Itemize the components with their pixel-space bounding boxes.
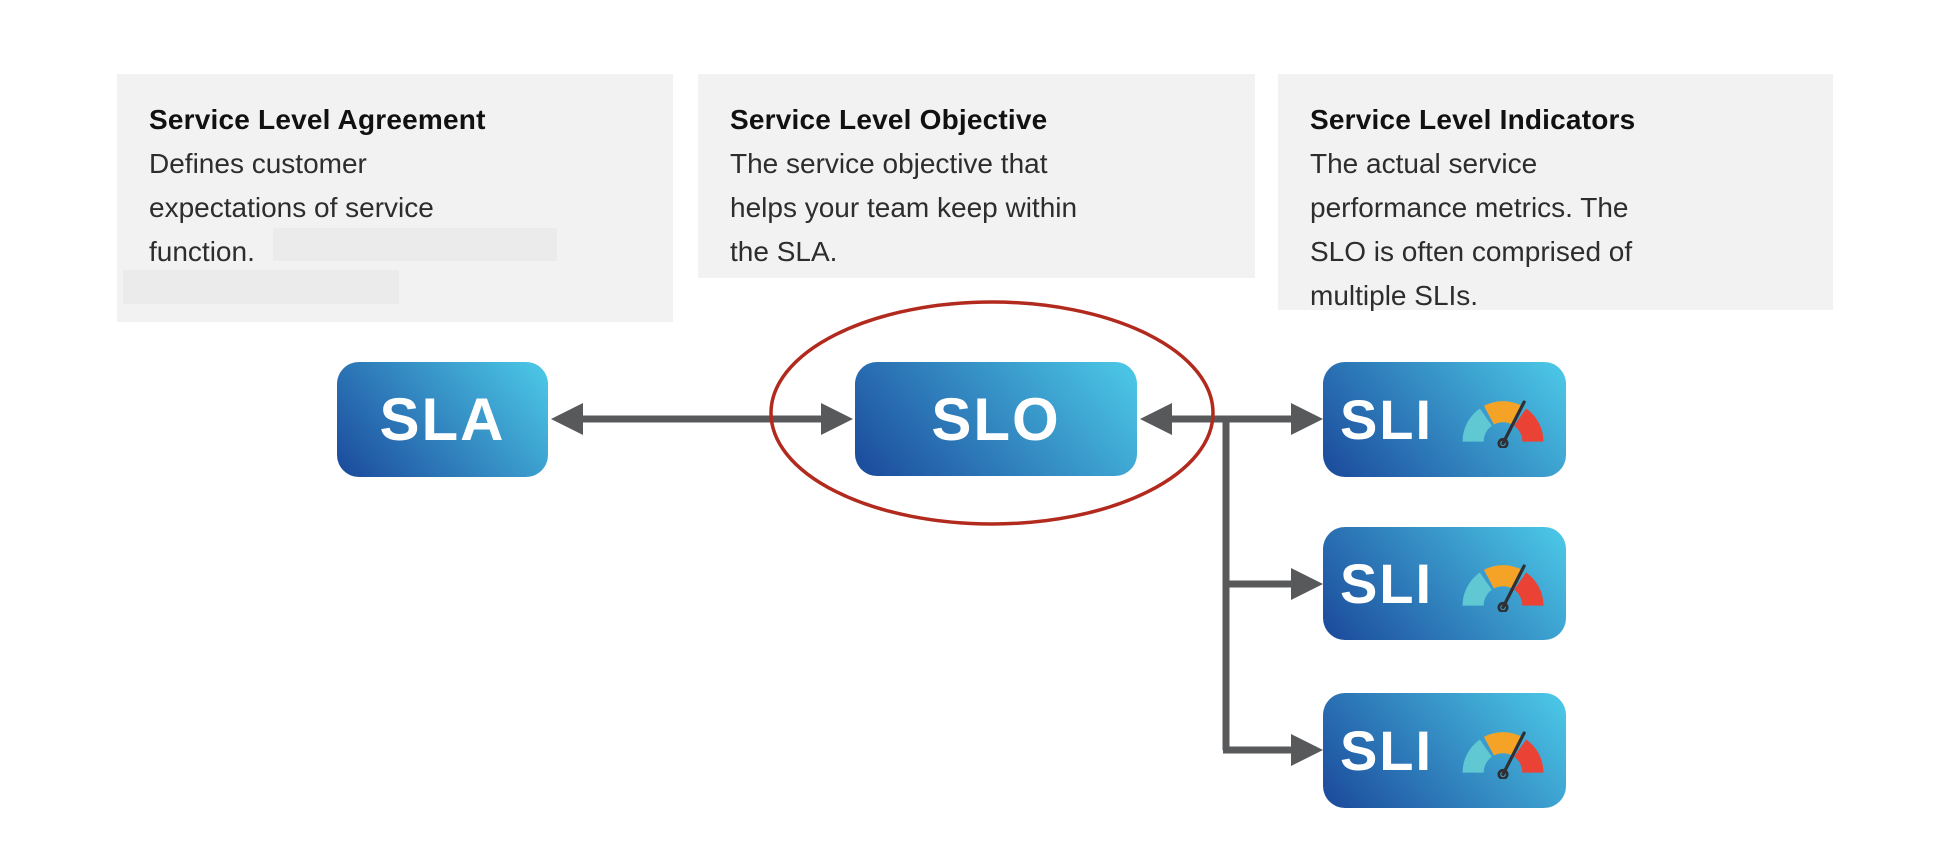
desc-sla-line: expectations of service: [149, 192, 434, 223]
gauge-hub: [1497, 601, 1509, 612]
desc-slo-title: Service Level Objective: [730, 104, 1048, 135]
desc-sli-line: The actual service: [1310, 148, 1538, 179]
desc-sli-line: multiple SLIs.: [1310, 280, 1479, 311]
arrowhead-right: [1291, 734, 1323, 766]
gauge-high-segment: [1514, 739, 1544, 773]
gauge-mid-segment: [1484, 565, 1523, 589]
node-sli-label: SLI: [1339, 552, 1434, 615]
redacted-text-bar: [273, 228, 557, 261]
arrowhead-right: [1291, 403, 1323, 435]
gauge-mid-segment: [1484, 401, 1523, 425]
gauge-low-segment: [1462, 408, 1492, 442]
description-box-sli: Service Level Indicators The actual serv…: [1278, 74, 1833, 311]
desc-slo-line: the SLA.: [730, 236, 838, 267]
desc-sli-line: performance metrics. The: [1310, 192, 1629, 223]
description-box-sla: Service Level Agreement Defines customer…: [117, 74, 673, 322]
gauge-needle: [1501, 400, 1526, 446]
arrow-slo-sli: [1140, 403, 1323, 435]
arrowhead-left: [1140, 403, 1172, 435]
desc-sla-line: function.: [149, 236, 255, 267]
arrowhead-left: [551, 403, 583, 435]
description-box-slo: Service Level Objective The service obje…: [698, 74, 1255, 278]
arrow-sla-slo: [551, 403, 853, 435]
gauge-high-segment: [1514, 572, 1544, 606]
desc-sli-line: SLO is often comprised of: [1310, 236, 1633, 267]
desc-slo-line: The service objective that: [730, 148, 1048, 179]
gauge-needle: [1501, 564, 1526, 610]
desc-slo-line: helps your team keep within: [730, 192, 1078, 223]
node-sli-2: SLI: [1323, 527, 1566, 640]
desc-sla-line: Defines customer: [149, 148, 367, 179]
node-slo: SLO: [855, 362, 1137, 476]
arrow-branch-sli2: [1226, 568, 1323, 600]
node-sli-label: SLI: [1339, 388, 1434, 451]
gauge-icon: [1462, 400, 1544, 448]
gauge-mid-segment: [1484, 732, 1523, 756]
arrowhead-right: [821, 403, 853, 435]
gauge-low-segment: [1462, 572, 1492, 606]
desc-sla-title: Service Level Agreement: [149, 104, 486, 135]
gauge-icon: [1462, 564, 1544, 612]
arrow-branch-sli3: [1223, 734, 1323, 766]
node-sli-3: SLI: [1323, 693, 1566, 808]
node-sla-label: SLA: [379, 386, 506, 453]
node-sli-label: SLI: [1339, 719, 1434, 782]
gauge-high-segment: [1514, 408, 1544, 442]
redacted-text-bar: [123, 270, 399, 304]
gauge-hub: [1497, 437, 1509, 448]
node-sla: SLA: [337, 362, 548, 477]
gauge-icon: [1462, 731, 1544, 779]
gauge-needle: [1501, 731, 1526, 777]
gauge-hub: [1497, 768, 1509, 779]
desc-sli-title: Service Level Indicators: [1310, 104, 1636, 135]
arrowhead-right: [1291, 568, 1323, 600]
gauge-low-segment: [1462, 739, 1492, 773]
node-sli-1: SLI: [1323, 362, 1566, 477]
node-slo-label: SLO: [931, 385, 1061, 453]
